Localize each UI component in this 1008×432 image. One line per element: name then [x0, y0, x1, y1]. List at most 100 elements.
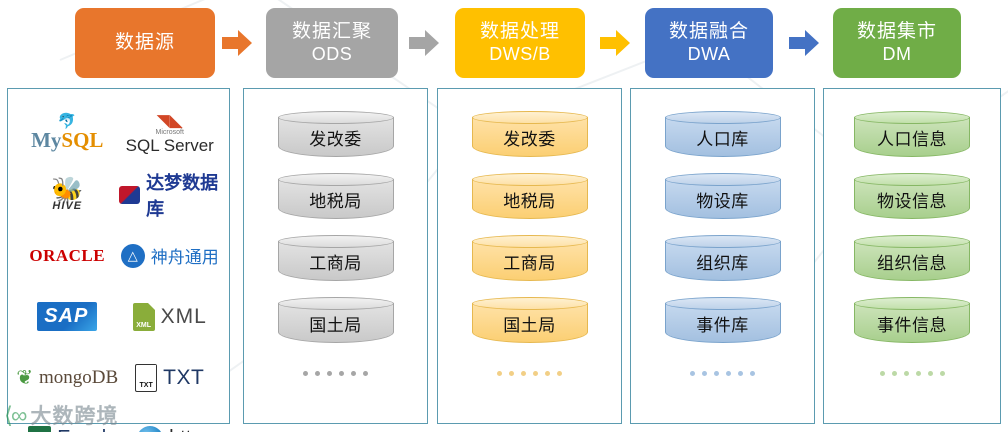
arrow-dwsb-to-dwa — [600, 29, 630, 57]
source-logo-http[interactable]: e http — [119, 408, 222, 432]
stage-header-dm[interactable]: 数据集市 DM — [833, 8, 961, 78]
mongodb-leaf-icon: ❦ — [16, 366, 34, 389]
sqlserver-label: SQL Server — [125, 135, 214, 155]
stage-header-source-line1: 数据源 — [114, 31, 175, 53]
source-logo-xml[interactable]: XML XML — [119, 286, 222, 347]
sap-label: SAP — [37, 302, 98, 331]
panel-dwa: 人口库 物设库 组织库 事件库 — [630, 88, 815, 424]
cylinder-label: 物设信息 — [877, 192, 947, 211]
dwa-more-dots — [690, 371, 755, 376]
ods-more-dots — [303, 371, 368, 376]
http-label: http — [169, 427, 202, 432]
xml-label: XML — [160, 304, 207, 328]
cylinder-ods-1[interactable]: 地税局 — [277, 173, 394, 219]
source-logo-grid: 🐬 MySQL ◥◣ Microsoft SQL Server 🐝 HIVE — [8, 103, 229, 432]
cylinder-label: 发改委 — [309, 130, 362, 149]
cylinder-label: 事件信息 — [877, 316, 947, 335]
dwsb-more-dots — [497, 371, 562, 376]
mysql-label: MySQL — [31, 128, 104, 152]
cylinder-label: 国土局 — [309, 316, 362, 335]
cylinder-dm-2[interactable]: 组织信息 — [854, 235, 970, 281]
cylinder-dm-0[interactable]: 人口信息 — [854, 111, 970, 157]
http-globe-icon: e — [137, 425, 164, 432]
watermark: ⟨∞ 大数跨境 — [4, 400, 118, 430]
shenzhou-mark-icon: △ — [120, 243, 145, 268]
stage-header-source[interactable]: 数据源 — [75, 8, 215, 78]
source-logo-mongodb[interactable]: ❦ mongoDB — [16, 347, 119, 408]
dameng-mark-icon — [118, 185, 141, 204]
excel-label: Excel — [57, 427, 106, 432]
cylinder-label: 发改委 — [503, 130, 556, 149]
dm-cylinder-list: 人口信息 物设信息 组织信息 事件信息 — [824, 111, 1000, 376]
cylinder-dwa-2[interactable]: 组织库 — [664, 235, 781, 281]
panel-ods: 发改委 地税局 工商局 国土局 — [243, 88, 428, 424]
cylinder-ods-3[interactable]: 国土局 — [277, 297, 394, 343]
stage-header-dm-line1: 数据集市 — [856, 21, 937, 43]
cylinder-ods-2[interactable]: 工商局 — [277, 235, 394, 281]
shenzhou-label: 神舟通用 — [150, 248, 219, 267]
watermark-text: 大数跨境 — [30, 405, 119, 428]
source-logo-hive[interactable]: 🐝 HIVE — [16, 164, 119, 225]
cylinder-dwsb-0[interactable]: 发改委 — [471, 111, 588, 157]
arrow-source-to-ods — [222, 29, 252, 57]
dwa-cylinder-list: 人口库 物设库 组织库 事件库 — [631, 111, 814, 376]
cylinder-dwsb-3[interactable]: 国土局 — [471, 297, 588, 343]
stage-header-ods-line2: ODS — [311, 43, 353, 64]
stage-header-dwa-line1: 数据融合 — [668, 21, 749, 43]
stage-header-dwsb-line2: DWS/B — [489, 43, 551, 64]
arrow-ods-to-dwsb — [409, 29, 439, 57]
stage-header-dwsb[interactable]: 数据处理 DWS/B — [455, 8, 585, 78]
xml-file-icon: XML — [132, 302, 155, 331]
stage-header-dwa[interactable]: 数据融合 DWA — [645, 8, 773, 78]
cylinder-label: 地税局 — [503, 192, 556, 211]
panel-dwsb: 发改委 地税局 工商局 国土局 — [437, 88, 622, 424]
mysql-dolphin-icon: 🐬 — [57, 113, 77, 130]
cylinder-dm-3[interactable]: 事件信息 — [854, 297, 970, 343]
cylinder-label: 事件库 — [696, 316, 749, 335]
cylinder-label: 物设库 — [696, 192, 749, 211]
cylinder-dwa-1[interactable]: 物设库 — [664, 173, 781, 219]
source-logo-sap[interactable]: SAP — [16, 286, 119, 347]
stage-header-dwsb-line1: 数据处理 — [479, 21, 560, 43]
panel-data-sources: 🐬 MySQL ◥◣ Microsoft SQL Server 🐝 HIVE — [7, 88, 230, 432]
cylinder-dwa-0[interactable]: 人口库 — [664, 111, 781, 157]
source-logo-oracle[interactable]: ORACLE — [16, 225, 119, 286]
dm-more-dots — [879, 371, 945, 376]
oracle-label: ORACLE — [29, 245, 106, 265]
source-logo-sqlserver[interactable]: ◥◣ Microsoft SQL Server — [119, 103, 222, 164]
source-logo-dameng[interactable]: 达梦数据库 — [118, 164, 222, 225]
stage-header-ods-line1: 数据汇聚 — [291, 21, 372, 43]
cylinder-dm-1[interactable]: 物设信息 — [854, 173, 970, 219]
cylinder-label: 国土局 — [503, 316, 556, 335]
source-logo-shenzhou[interactable]: △ 神舟通用 — [119, 225, 222, 286]
cylinder-label: 组织信息 — [877, 254, 947, 273]
stage-header-ods[interactable]: 数据汇聚 ODS — [266, 8, 398, 78]
txt-label: TXT — [163, 365, 205, 389]
arrow-dwa-to-dm — [789, 29, 819, 57]
sqlserver-vendor-label: Microsoft — [155, 128, 184, 136]
cylinder-dwsb-2[interactable]: 工商局 — [471, 235, 588, 281]
txt-file-icon: TXT — [135, 363, 158, 392]
sqlserver-swoosh-icon: ◥◣ — [156, 110, 183, 130]
source-logo-txt[interactable]: TXT TXT — [119, 347, 222, 408]
cylinder-label: 工商局 — [503, 254, 556, 273]
ods-cylinder-list: 发改委 地税局 工商局 国土局 — [244, 111, 427, 376]
hive-bee-icon: 🐝 — [51, 175, 84, 205]
cylinder-label: 地税局 — [309, 192, 362, 211]
cylinder-ods-0[interactable]: 发改委 — [277, 111, 394, 157]
cylinder-label: 人口信息 — [877, 130, 947, 149]
cylinder-label: 组织库 — [696, 254, 749, 273]
cylinder-label: 工商局 — [309, 254, 362, 273]
panel-dm: 人口信息 物设信息 组织信息 事件信息 — [823, 88, 1001, 424]
hive-label: HIVE — [52, 200, 83, 212]
cylinder-label: 人口库 — [696, 130, 749, 149]
dameng-label: 达梦数据库 — [146, 172, 219, 219]
stage-header-dm-line2: DM — [882, 43, 912, 64]
watermark-logo-icon: ⟨∞ — [4, 401, 27, 428]
cylinder-dwsb-1[interactable]: 地税局 — [471, 173, 588, 219]
source-logo-mysql[interactable]: 🐬 MySQL — [16, 103, 119, 164]
cylinder-dwa-3[interactable]: 事件库 — [664, 297, 781, 343]
stage-header-dwa-line2: DWA — [687, 43, 731, 64]
mongodb-label: mongoDB — [39, 366, 119, 388]
